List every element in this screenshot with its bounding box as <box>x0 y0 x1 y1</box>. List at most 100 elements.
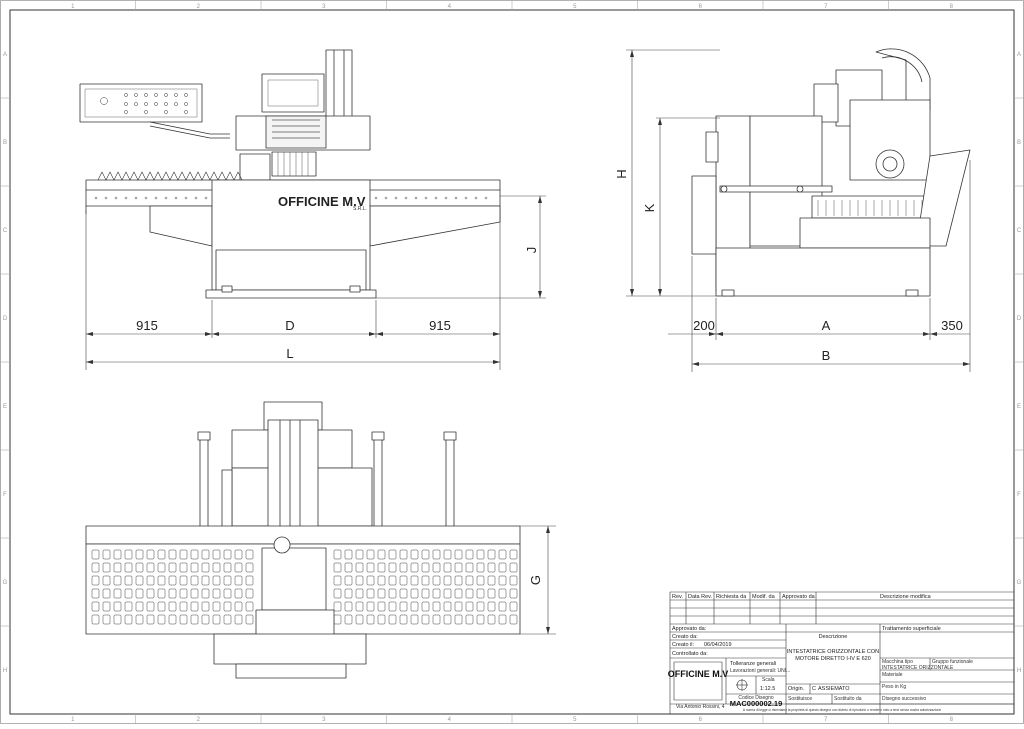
motor-head <box>261 73 325 113</box>
replaced-by-label: Sostituito da <box>834 696 862 702</box>
side-rear-box <box>691 175 717 255</box>
side-guide-bar <box>719 185 833 193</box>
grid-row-label-left: B <box>3 140 7 146</box>
dim-top-depth: G <box>528 575 543 585</box>
control-panel <box>79 83 203 123</box>
grid-row-label-right: B <box>1017 140 1021 146</box>
grid-col-label-bottom: 1 <box>71 717 75 723</box>
side-dimension-arrows <box>630 50 970 366</box>
created-date: 06/04/2019 <box>704 642 732 648</box>
machine-type-label: Macchina tipo <box>882 659 913 665</box>
grid-col-label-top: 4 <box>448 4 452 10</box>
rev-header-modified: Modif. da <box>752 594 776 600</box>
revision-headers: Rev. Data Rev. Richiesta da Modif. da Ap… <box>672 594 932 600</box>
group-label: Gruppo funzionale <box>932 659 973 665</box>
company-name: OFFICINE M.V <box>668 669 729 679</box>
created-on-label: Creato il: <box>672 642 694 648</box>
grid-col-label-top: 1 <box>71 4 75 10</box>
grid-col-label-bottom: 5 <box>573 717 577 723</box>
top-base <box>213 633 367 665</box>
grid-col-label-bottom: 4 <box>448 717 452 723</box>
drawing-code: MAC000002.19 <box>730 699 783 708</box>
drawing-code-label: Codice Disegno <box>738 695 774 701</box>
treatment-label: Trattamento superficiale <box>882 626 941 632</box>
weight-label: Peso in Kg <box>882 684 906 690</box>
motor <box>271 151 317 177</box>
company-logo-box <box>673 661 723 701</box>
footer-note: A norma di legge ci riserviamo la propri… <box>743 708 941 712</box>
machine-logo: OFFICINE M.V <box>278 194 366 209</box>
dim-side-right: 350 <box>941 318 963 333</box>
grid-row-label-right: D <box>1017 316 1022 322</box>
tolerances-value: Lavorazioni generali: UNI... <box>730 668 790 674</box>
company-address-1: Via Antonio Rossini, 4 <box>676 704 725 710</box>
grid-row-label-left: A <box>3 52 7 58</box>
grid-row-label-right: F <box>1017 492 1021 498</box>
grid-row-label-right: E <box>1017 404 1021 410</box>
rev-header-rev: Rev. <box>672 594 683 600</box>
rev-header-approved: Approvato da <box>782 594 816 600</box>
dim-front-height: J <box>524 247 539 254</box>
next-drawing-label: Disegno successivo <box>882 696 926 702</box>
front-view <box>79 49 501 299</box>
dim-side-mid: A <box>822 318 831 333</box>
grid-col-label-bottom: 6 <box>699 717 703 723</box>
grid-col-label-top: 7 <box>824 4 828 10</box>
assembly-label: ASSIEMATO <box>818 686 850 692</box>
control-panel-buttons <box>100 93 188 114</box>
grid-row-label-right: H <box>1017 668 1021 674</box>
title-block <box>669 591 1015 715</box>
top-fence <box>85 525 521 545</box>
fence-stops <box>97 171 243 181</box>
rev-header-date: Data Rev. <box>688 594 713 600</box>
top-view <box>85 401 521 679</box>
grid-row-label-right: G <box>1017 580 1022 586</box>
dim-front-right: 915 <box>429 318 451 333</box>
grid-col-label-top: 2 <box>197 4 201 10</box>
grid-col-label-top: 5 <box>573 4 577 10</box>
top-saw-unit <box>261 547 327 611</box>
grid-row-label-right: A <box>1017 52 1021 58</box>
description-label: Descrizione <box>819 634 848 640</box>
dim-side-h: H <box>614 169 629 178</box>
grid-row-label-left: C <box>3 228 8 234</box>
grid-col-label-top: 6 <box>699 4 703 10</box>
dim-side-left: 200 <box>693 318 715 333</box>
top-dimension-lines <box>520 525 556 635</box>
scale-label: Scala <box>762 677 775 683</box>
grid-col-label-bottom: 3 <box>322 717 326 723</box>
description-line-2: MOTORE DIRETTO I-IV E 620 <box>795 656 871 662</box>
machine-type: INTESTATRICE ORIZZONTALE <box>882 665 954 671</box>
top-dimension-arrows <box>546 526 550 634</box>
checked-by-label: Controllato da: <box>672 651 708 657</box>
grid-row-label-left: D <box>3 316 8 322</box>
grid-row-label-left: E <box>3 404 7 410</box>
side-view <box>691 48 971 297</box>
scale-value: 1:12.5 <box>760 686 775 692</box>
dim-front-total: L <box>286 346 293 361</box>
approved-by-label: Approvato da: <box>672 626 707 632</box>
dim-side-total: B <box>822 348 831 363</box>
table-rollers <box>91 549 518 625</box>
grid-row-label-left: H <box>3 668 7 674</box>
grid-row-label-left: F <box>3 492 7 498</box>
grid-col-label-top: 8 <box>950 4 954 10</box>
replaces-label: Sostituisce <box>788 696 812 702</box>
front-dimension-arrows <box>86 196 542 364</box>
grid-col-label-bottom: 8 <box>950 717 954 723</box>
dim-front-left: 915 <box>136 318 158 333</box>
rev-header-requested: Richiesta da <box>716 594 747 600</box>
grid-row-label-left: G <box>3 580 8 586</box>
grid-col-label-top: 3 <box>322 4 326 10</box>
origin-label: Origin. <box>788 686 805 692</box>
grid-col-label-bottom: 7 <box>824 717 828 723</box>
dim-front-mid: D <box>285 318 294 333</box>
grid-col-label-bottom: 2 <box>197 717 201 723</box>
material-label: Materiale <box>882 672 903 678</box>
side-fence <box>811 195 931 219</box>
base-plate <box>205 289 377 299</box>
